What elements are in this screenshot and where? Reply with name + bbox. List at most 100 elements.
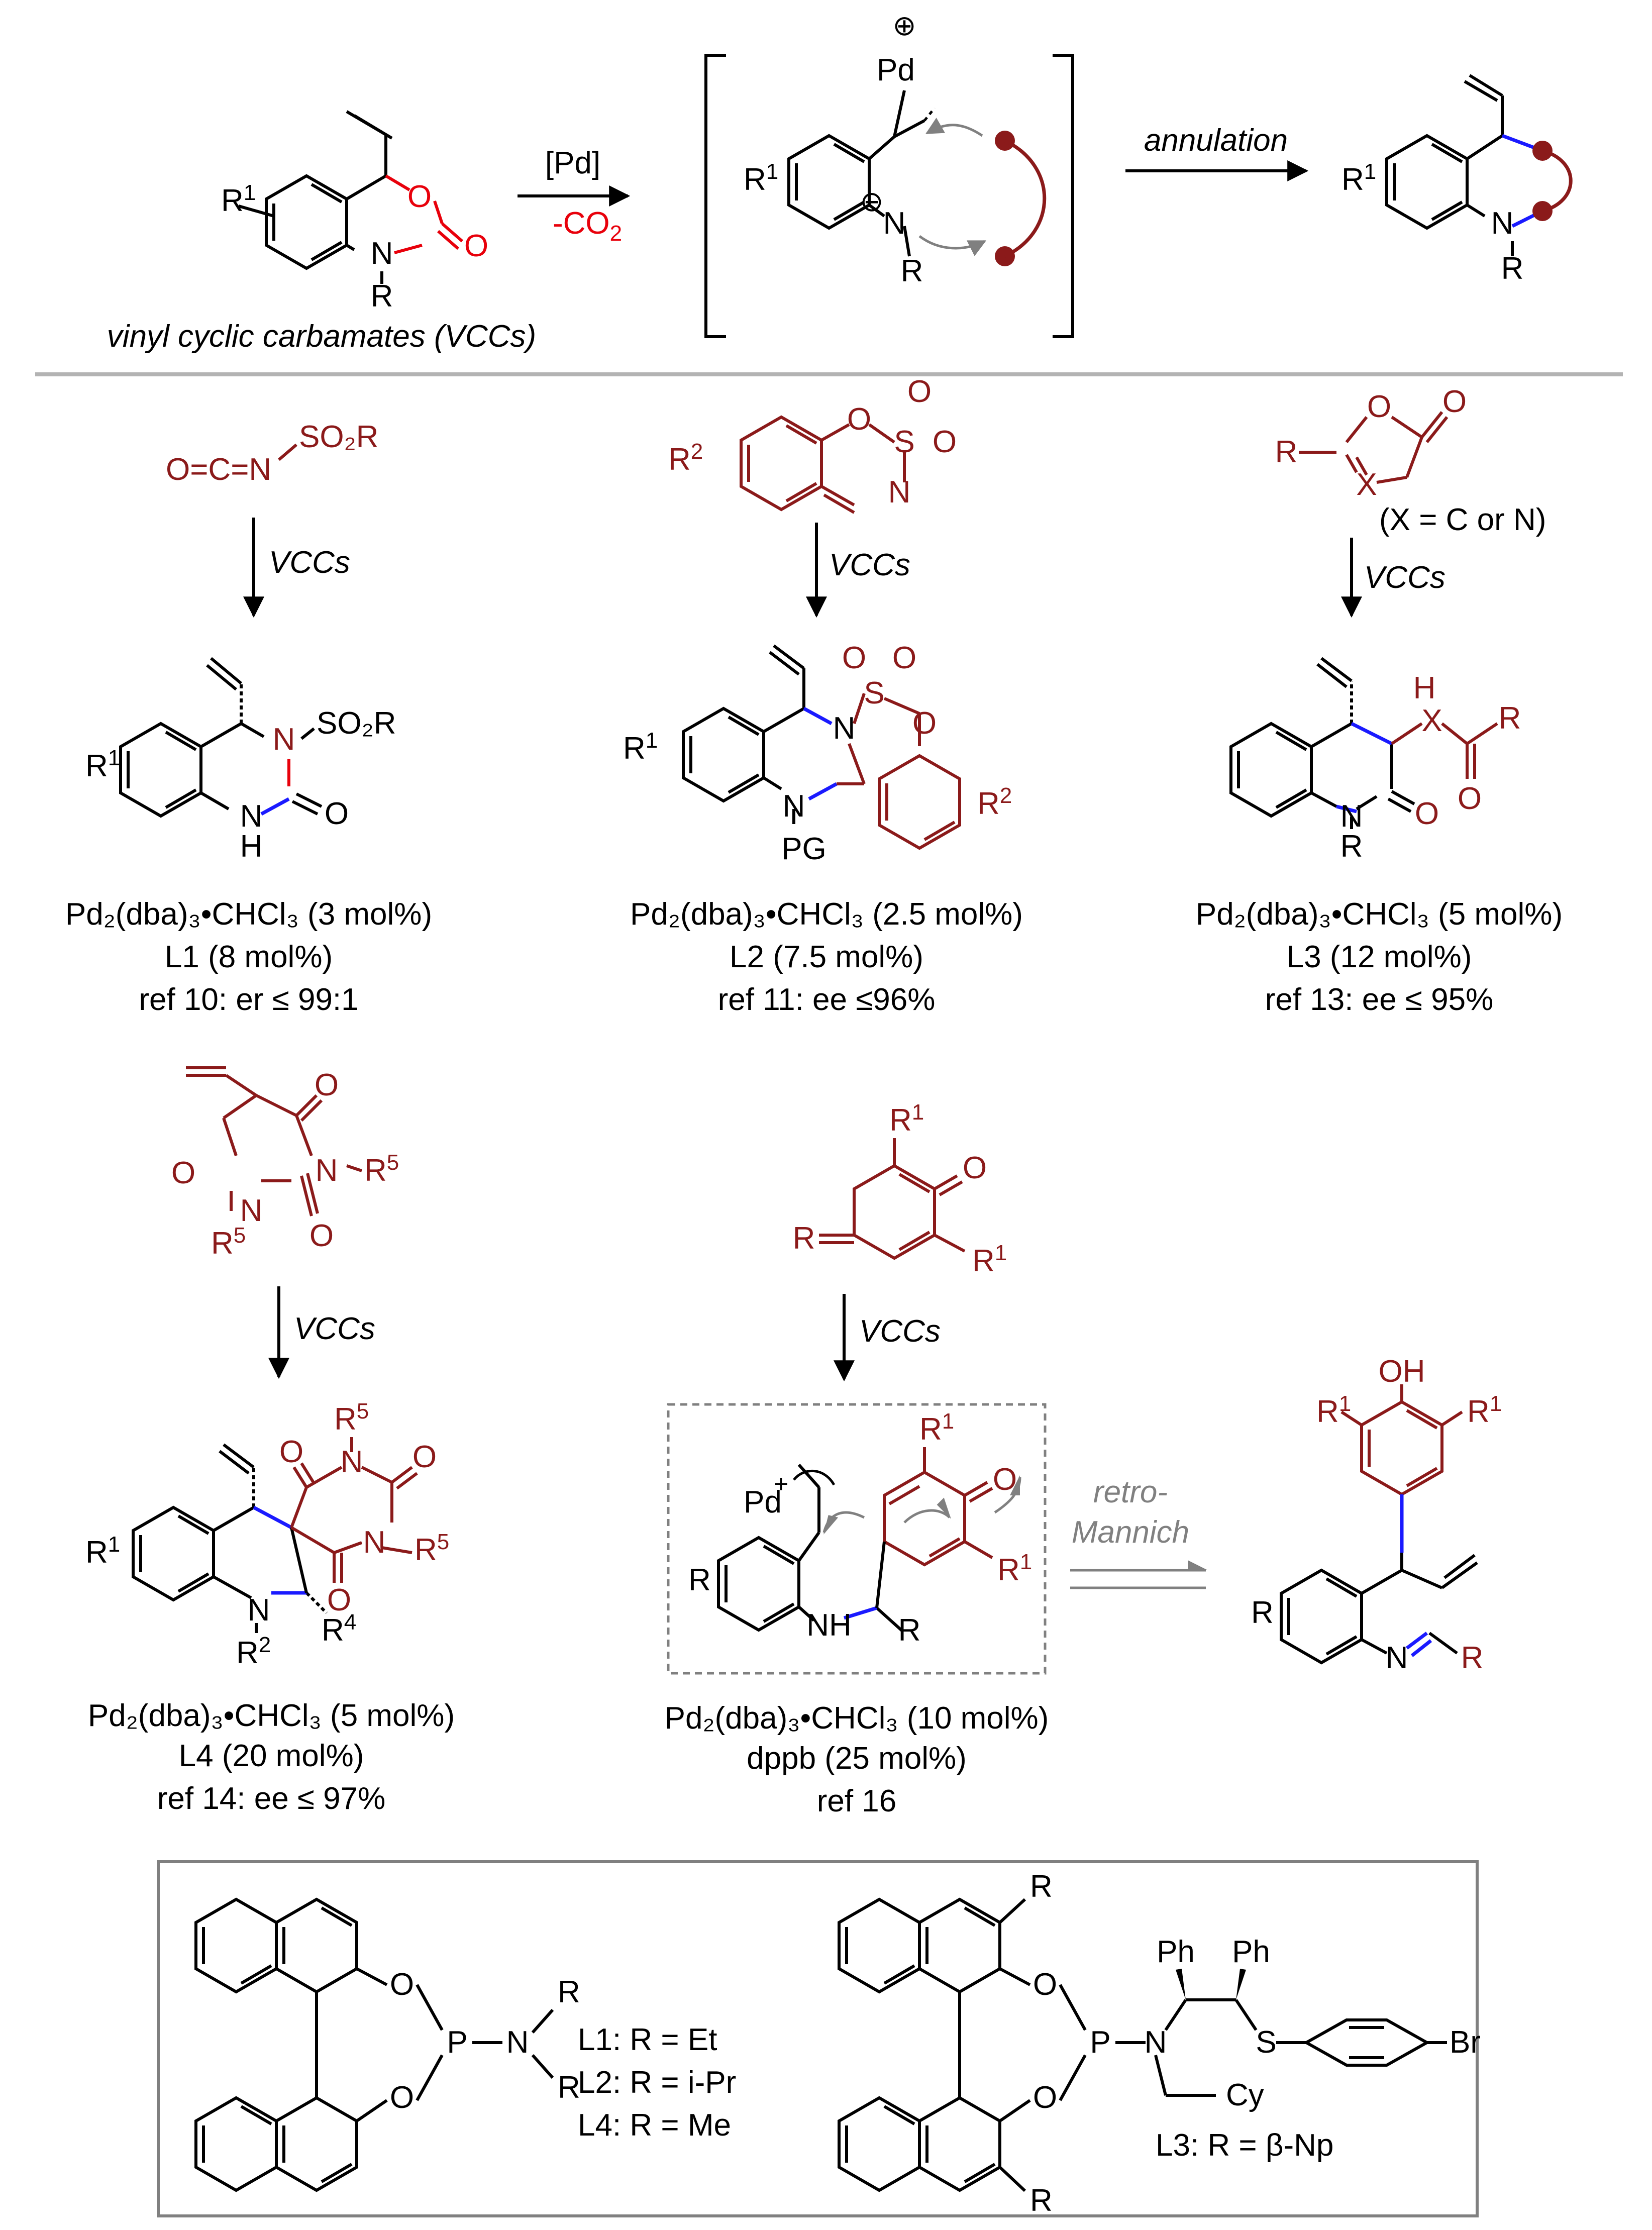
- ligand-l2: L2: R = i-Pr: [578, 2065, 736, 2100]
- ligand-text: L3 (12 mol%): [1287, 940, 1472, 974]
- ligand-text: L1 (8 mol%): [165, 940, 333, 974]
- ligand-box: O O P N R R L1: R = Et L2: R = i-Pr L4: …: [157, 1860, 1481, 2218]
- nh-hydrogen: H: [240, 829, 263, 864]
- n-substituent: R: [1501, 251, 1524, 286]
- r2-label: R2: [668, 439, 703, 477]
- aryl-oxygen: O: [912, 706, 937, 741]
- carbonyl-oxygen-3: O: [309, 1219, 334, 1253]
- sulfamidate-reagent: O S O O N R2: [668, 374, 957, 514]
- product-1: N SO₂R O N H R1: [85, 657, 396, 864]
- r-aryl-label: R: [688, 1563, 711, 1597]
- palladium-label: Pd: [877, 53, 915, 87]
- phenyl-2: Ph: [1232, 1935, 1270, 1969]
- product-2: N S O O O N PG R1 R2: [623, 641, 1012, 866]
- sulfonyl-oxygen-1: O: [907, 374, 932, 409]
- nh-nitrogen: N: [240, 799, 263, 834]
- palladium-label: Pd: [744, 1485, 782, 1519]
- carbonyl-oxygen: O: [1442, 384, 1467, 419]
- amine-nitrogen: N: [506, 2025, 529, 2060]
- co2-label: -CO2: [553, 206, 622, 246]
- r1-label: R1: [85, 1532, 120, 1570]
- imine-nitrogen: N: [888, 475, 911, 510]
- carbonyl-oxygen: O: [464, 229, 488, 263]
- ring-nitrogen: N: [833, 711, 856, 746]
- r4-label: R4: [322, 1610, 356, 1648]
- result-text: ref 10: er ≤ 99:1: [139, 982, 358, 1017]
- vcc-arrow-1: VCCs: [243, 518, 350, 618]
- x-hydrogen: H: [1413, 671, 1436, 705]
- vcc-arrow-5: VCCs: [834, 1294, 941, 1382]
- r-group: R: [898, 1613, 921, 1648]
- ligand-text: dppb (25 mol%): [747, 1741, 967, 1776]
- r1-label-left: R1: [1316, 1391, 1351, 1429]
- r-group-top: R: [1030, 1869, 1053, 1904]
- r1-label: R1: [85, 746, 120, 783]
- catalyst-text: Pd₂(dba)₃•CHCl₃ (3 mol%): [65, 897, 432, 932]
- ketone-oxygen: O: [1458, 781, 1482, 816]
- pd-arrow: [Pd] -CO2: [518, 146, 631, 246]
- carbonyl-oxygen-2: O: [412, 1440, 437, 1474]
- product-5: OH R1 R1 R N R: [1251, 1354, 1502, 1675]
- result-text: ref 11: ee ≤96%: [718, 982, 936, 1017]
- oxygen-2: O: [390, 2080, 414, 2115]
- ring-nitrogen: N: [371, 236, 393, 271]
- r2-label: R2: [977, 783, 1012, 821]
- sulfonyl-group: SO₂R: [317, 706, 396, 741]
- r1-label-top: R1: [919, 1409, 954, 1447]
- result-text: ref 14: ee ≤ 97%: [157, 1781, 386, 1816]
- sulfur-atom: S: [1256, 2025, 1276, 2060]
- annulation-product: N R R1: [1341, 74, 1573, 286]
- r-group: R: [793, 1221, 815, 1256]
- vcc-substrate: O O N R R1 vinyl cyclic carbamates (VCCs…: [107, 110, 536, 354]
- r5-label-1: R5: [334, 1399, 369, 1437]
- r-group: R: [1275, 435, 1298, 469]
- sulfur-atom: S: [894, 425, 914, 459]
- conditions-2: Pd₂(dba)₃•CHCl₃ (2.5 mol%) L2 (7.5 mol%)…: [630, 897, 1023, 1017]
- sulfur-atom: S: [864, 676, 884, 711]
- isocyanate-reagent: O=C=N SO₂R: [166, 420, 378, 487]
- quinone-methide-reagent: R O R1 R1: [793, 1100, 1007, 1278]
- transition-state-box: Pd + R NH R O R1 R1: [667, 1403, 1047, 1675]
- retro-label-1: retro-: [1093, 1475, 1168, 1509]
- x-atom: X: [1356, 467, 1377, 502]
- x-definition: (X = C or N): [1379, 502, 1546, 537]
- dipolarophile-partner: [995, 131, 1047, 266]
- x-atom: X: [1421, 703, 1442, 738]
- r1-label: R1: [221, 180, 256, 218]
- sulfonyl-group: SO₂R: [299, 420, 378, 454]
- r-group-1: R: [558, 1975, 580, 2009]
- catalyst-text: Pd₂(dba)₃•CHCl₃ (2.5 mol%): [630, 897, 1023, 932]
- r2-label: R2: [236, 1633, 271, 1670]
- ring-nitrogen: N: [248, 1593, 270, 1628]
- vcc-arrow-3: VCCs: [1341, 538, 1446, 618]
- r-group-bottom: R: [1030, 2183, 1053, 2218]
- arrow-label: VCCs: [294, 1311, 375, 1346]
- sulfonyl-oxygen-2: O: [892, 641, 916, 675]
- phenyl-1: Ph: [1157, 1935, 1195, 1969]
- arrow-label: VCCs: [269, 545, 350, 580]
- r1-label: R1: [744, 159, 778, 197]
- conditions-3: Pd₂(dba)₃•CHCl₃ (5 mol%) L3 (12 mol%) re…: [1196, 897, 1563, 1017]
- bromine-atom: Br: [1450, 2025, 1481, 2060]
- r-aryl-label: R: [1251, 1595, 1274, 1630]
- r1-label: R1: [623, 728, 658, 766]
- ligand-l1: L1: R = Et: [578, 2022, 717, 2057]
- r5-label-2: R5: [211, 1223, 246, 1261]
- barbiturate-reagent: O O O N N R5 R5: [171, 1066, 399, 1261]
- carbonyl-oxygen-1: O: [279, 1435, 303, 1469]
- ligand-text: L2 (7.5 mol%): [730, 940, 923, 974]
- nh-nitrogen: NH: [806, 1608, 852, 1643]
- r-group: R: [1461, 1641, 1484, 1675]
- ring-nitrogen: N: [1340, 799, 1363, 834]
- r5-label-2: R5: [415, 1530, 449, 1567]
- carbonyl-oxygen: O: [325, 796, 349, 831]
- amide-nitrogen: N: [883, 206, 906, 241]
- result-text: ref 16: [817, 1784, 897, 1818]
- r1-label: R1: [1341, 159, 1376, 197]
- ligand-l4: L4: R = Me: [578, 2108, 731, 2143]
- phosphoramidite-ligand: O O P N R R L1: R = Et L2: R = i-Pr L4: …: [194, 1897, 736, 2192]
- amine-nitrogen: N: [1145, 2025, 1167, 2060]
- r1-label-side: R1: [972, 1241, 1007, 1278]
- sulfonyl-oxygen-2: O: [933, 425, 957, 459]
